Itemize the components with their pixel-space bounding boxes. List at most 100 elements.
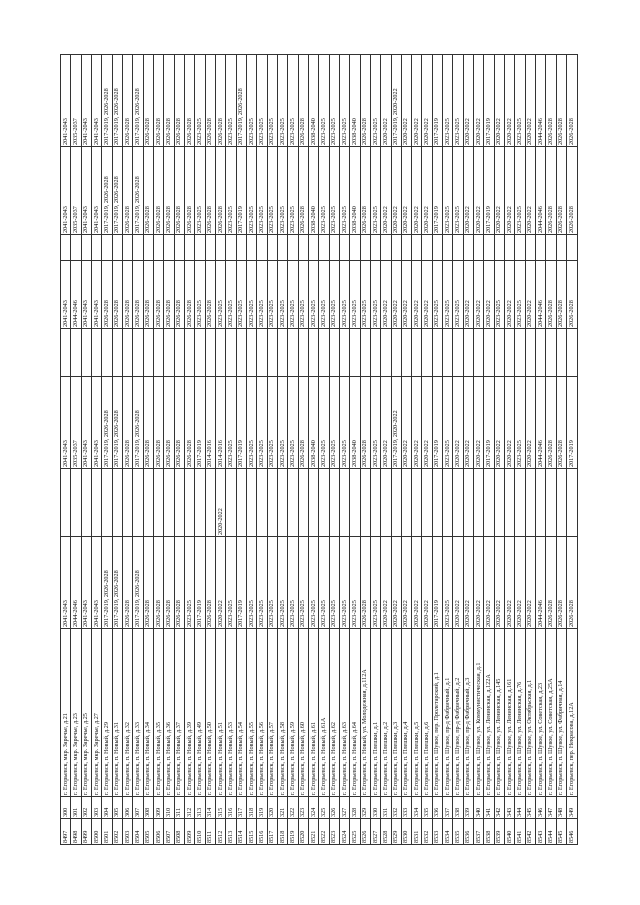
table-cell: 8522 xyxy=(318,818,330,845)
table-cell: 2023-2025 xyxy=(246,146,257,235)
table-cell xyxy=(184,468,195,537)
table-cell xyxy=(483,234,495,261)
table-cell: 2026-2028 xyxy=(153,536,164,629)
table-cell: 2023-2025 xyxy=(225,146,237,235)
table-cell: 2020-2022 xyxy=(463,376,474,469)
table-cell: 2023-2025 xyxy=(514,376,526,469)
table-cell xyxy=(163,328,175,377)
table-cell xyxy=(545,234,557,261)
table-cell: г. Егорьевск, п. Новый, д.55 xyxy=(246,628,257,797)
table-cell: 2017-2019 xyxy=(432,146,443,235)
table-cell: г. Егорьевск, п. Новый, д.56 xyxy=(256,628,268,797)
table-cell: 2044-2046 xyxy=(535,376,546,469)
table-cell: 2020-2022 xyxy=(525,260,536,329)
table-cell: 2020-2022 xyxy=(391,260,402,329)
table-cell xyxy=(256,468,268,537)
table-cell: 2026-2028 xyxy=(566,260,578,329)
table-cell: 2017-2019, 2026-2028 xyxy=(101,54,113,147)
table-cell: 8536 xyxy=(463,818,474,845)
table-cell: 324 xyxy=(308,796,319,819)
table-cell: 2020-2022 xyxy=(525,146,536,235)
table-cell: 335 xyxy=(421,796,433,819)
table-cell: 2023-2025 xyxy=(494,260,505,329)
table-cell: 2017-2019 xyxy=(194,376,206,469)
table-cell: 2017-2019, 2026-2028 xyxy=(132,376,144,469)
table-cell: 2020-2022 xyxy=(473,146,484,235)
table-cell: 2023-2025 xyxy=(194,260,206,329)
table-cell: 8539 xyxy=(494,818,505,845)
table-cell xyxy=(101,234,113,261)
table-cell: 8518 xyxy=(277,818,288,845)
table-cell: 303 xyxy=(91,796,102,819)
table-cell: 2026-2028 xyxy=(112,260,123,329)
table-cell: 8510 xyxy=(194,818,206,845)
table-cell: 2020-2022 xyxy=(421,536,433,629)
table-cell xyxy=(236,234,247,261)
table-cell: 319 xyxy=(256,796,268,819)
table-cell xyxy=(525,468,536,537)
table-cell: 301 xyxy=(70,796,82,819)
table-cell: 8504 xyxy=(132,818,144,845)
table-cell: 8538 xyxy=(483,818,495,845)
table-cell: 2023-2025 xyxy=(339,536,350,629)
table-cell: 2020-2022 xyxy=(525,54,536,147)
table-cell: 2020-2022 xyxy=(473,536,484,629)
table-cell: 2023-2025 xyxy=(215,260,226,329)
table-cell: 334 xyxy=(411,796,422,819)
table-cell xyxy=(535,468,546,537)
table-cell xyxy=(525,328,536,377)
table-cell: 2020-2022 xyxy=(421,376,433,469)
table-cell xyxy=(132,328,144,377)
table-cell: 2020-2022 xyxy=(380,536,391,629)
table-cell xyxy=(411,328,422,377)
table-cell: 2023-2025 xyxy=(349,536,361,629)
table-cell: г. Егорьевск, мкр. Заречье, д.21 xyxy=(60,628,71,797)
table-cell: г. Егорьевск, п. Новый, д.63 xyxy=(339,628,350,797)
table-cell: 2026-2028 xyxy=(174,146,185,235)
table-cell: 2023-2025 xyxy=(267,146,278,235)
table-cell: 323 xyxy=(298,796,309,819)
table-cell: 339 xyxy=(463,796,474,819)
table-cell: 2041-2043 xyxy=(91,54,102,147)
table-cell: 8544 xyxy=(545,818,557,845)
table-cell xyxy=(70,468,82,537)
table-cell xyxy=(143,468,154,537)
table-cell xyxy=(329,234,340,261)
table-cell xyxy=(287,328,299,377)
table-cell: 2023-2025 xyxy=(442,376,453,469)
table-cell: 2023-2025 xyxy=(277,146,288,235)
table-cell xyxy=(184,328,195,377)
table-cell xyxy=(380,328,391,377)
table-cell: 8543 xyxy=(535,818,546,845)
table-cell xyxy=(277,328,288,377)
table-cell xyxy=(267,234,278,261)
table-cell: 2017-2019 xyxy=(194,536,206,629)
table-cell: 8530 xyxy=(401,818,412,845)
table-cell: 2017-2019, 2026-2028 xyxy=(236,54,247,147)
table-cell: 2023-2025 xyxy=(256,54,268,147)
table-cell: 8534 xyxy=(442,818,453,845)
table-cell xyxy=(174,328,185,377)
table-cell xyxy=(339,468,350,537)
table-cell: 2026-2028 xyxy=(566,536,578,629)
table-cell: 8511 xyxy=(205,818,216,845)
table-cell xyxy=(91,328,102,377)
table-cell xyxy=(318,468,330,537)
table-cell: 2026-2028 xyxy=(163,260,175,329)
table-cell xyxy=(463,468,474,537)
table-cell: 2017-2019 xyxy=(236,536,247,629)
table-cell: 2023-2025 xyxy=(318,260,330,329)
table-cell: г. Егорьевск, п. Новый, д.57 xyxy=(267,628,278,797)
table-cell: 2017-2019 xyxy=(483,54,495,147)
table-cell xyxy=(545,328,557,377)
table-cell xyxy=(514,468,526,537)
